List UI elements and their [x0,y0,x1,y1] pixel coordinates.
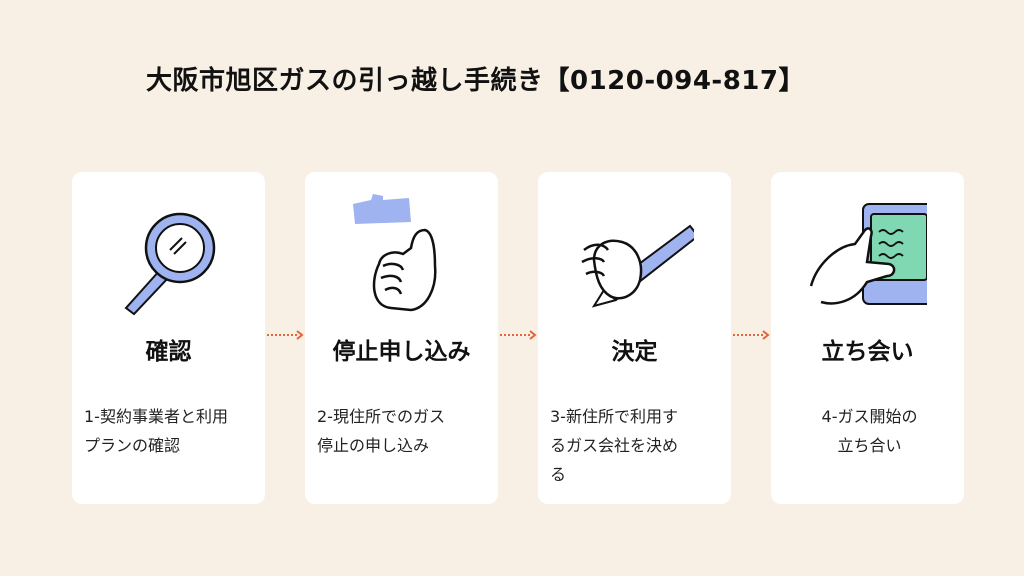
step-card-3: 決定 3-新住所で利用す るガス会社を決め る [538,172,731,504]
page-title: 大阪市旭区ガスの引っ越し手続き【0120-094-817】 [146,66,805,96]
desc-line: 3-新住所で利用す [550,407,678,426]
arrow-right-icon [500,330,537,340]
desc-line: るガス会社を決め [550,436,679,455]
desc-line: 立ち合い [837,436,902,455]
step-title: 停止申し込み [332,339,471,365]
desc-line: プランの確認 [84,436,181,455]
desc-line: 2-現住所でのガス [317,407,445,426]
hand-point-icon [353,194,437,312]
step-card-4: 立ち会い 4-ガス開始の 立ち合い [771,172,964,504]
step-title: 立ち会い [821,339,914,365]
step-title: 決定 [611,339,658,365]
desc-line: る [550,465,567,484]
step-description: 3-新住所で利用す るガス会社を決め る [550,402,723,489]
step-description: 4-ガス開始の 立ち合い [783,402,956,460]
step-description: 2-現住所でのガス 停止の申し込み [317,402,490,460]
desc-line: 1-契約事業者と利用 [84,407,228,426]
magnifier-icon [124,212,216,316]
desc-line: 4-ガス開始の [821,407,918,426]
step-card-2: 停止申し込み 2-現住所でのガス 停止の申し込み [305,172,498,504]
step-title: 確認 [145,339,192,365]
arrow-right-icon [733,330,770,340]
step-description: 1-契約事業者と利用 プランの確認 [84,402,257,460]
hand-pen-icon [581,224,694,308]
arrow-right-icon [267,330,304,340]
desc-line: 停止の申し込み [317,436,430,455]
step-card-1: 確認 1-契約事業者と利用 プランの確認 [72,172,265,504]
hand-tablet-icon [809,203,927,305]
